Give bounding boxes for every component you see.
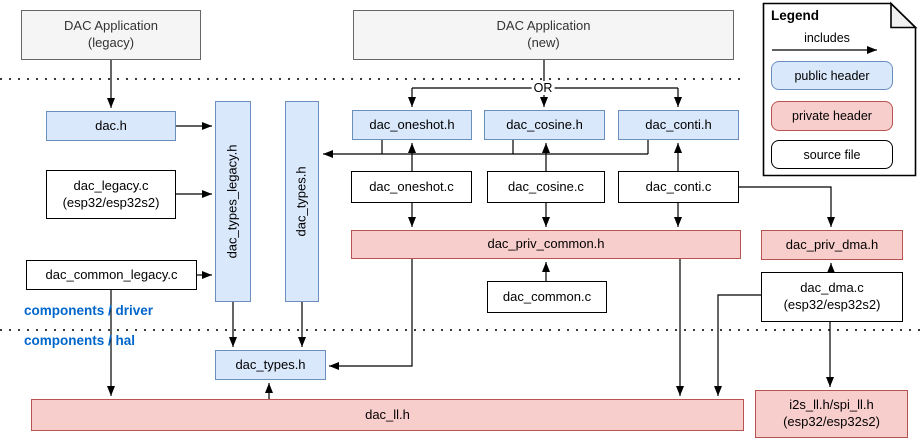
separator-app-driver	[0, 78, 741, 80]
node-dac-legacy-c: dac_legacy.c (esp32/esp32s2)	[46, 170, 176, 219]
legend-includes-label: includes	[804, 31, 850, 45]
node-dac-types-h-driver: dac_types.h	[285, 101, 319, 302]
node-dac-oneshot-c: dac_oneshot.c	[351, 171, 472, 203]
node-dac-ll-h: dac_ll.h	[31, 399, 744, 431]
node-dac-dma-c: dac_dma.c (esp32/esp32s2)	[761, 272, 903, 322]
node-dac-types-legacy-h-label: dac_types_legacy.h	[224, 144, 240, 259]
node-dac-application-new: DAC Application (new)	[353, 10, 734, 60]
legend-title: Legend	[771, 8, 820, 23]
node-dac-types-legacy-h: dac_types_legacy.h	[215, 101, 251, 302]
node-dac-cosine-c: dac_cosine.c	[487, 171, 605, 203]
node-dac-common-legacy-c: dac_common_legacy.c	[26, 260, 197, 290]
node-dac-conti-h: dac_conti.h	[618, 110, 739, 140]
node-dac-common-c: dac_common.c	[487, 281, 607, 313]
node-dac-application-legacy: DAC Application (legacy)	[21, 10, 201, 60]
node-dac-oneshot-h: dac_oneshot.h	[352, 110, 472, 140]
node-dac-cosine-h: dac_cosine.h	[484, 110, 605, 140]
node-dac-types-h-hal: dac_types.h	[215, 350, 326, 380]
page-fold-icon	[890, 1, 918, 29]
edge-dac-conti-c-to-dac-priv-dma-h	[739, 186, 835, 227]
node-dac-types-h-driver-label: dac_types.h	[293, 166, 309, 237]
node-dac-priv-common-h: dac_priv_common.h	[351, 230, 741, 259]
edge-dac-dma-c-to-dac-ll-h	[714, 294, 761, 396]
legend-item-source-file: source file	[771, 140, 893, 169]
node-dac-priv-dma-h: dac_priv_dma.h	[761, 230, 903, 260]
or-label: OR	[531, 81, 555, 95]
node-dac-h: dac.h	[46, 111, 176, 141]
section-label-components-driver: components / driver	[24, 303, 154, 318]
section-label-components-hal: components / hal	[24, 333, 136, 348]
legend-item-private-header: private header	[771, 101, 893, 131]
separator-driver-hal	[0, 329, 923, 331]
edge-dac-priv-common-h-to-dac-types-h-hal	[329, 259, 413, 370]
node-dac-conti-c: dac_conti.c	[618, 171, 739, 203]
legend-item-public-header: public header	[771, 61, 893, 90]
node-i2s-spi-ll-h: i2s_ll.h/spi_ll.h (esp32/esp32s2)	[755, 390, 908, 438]
